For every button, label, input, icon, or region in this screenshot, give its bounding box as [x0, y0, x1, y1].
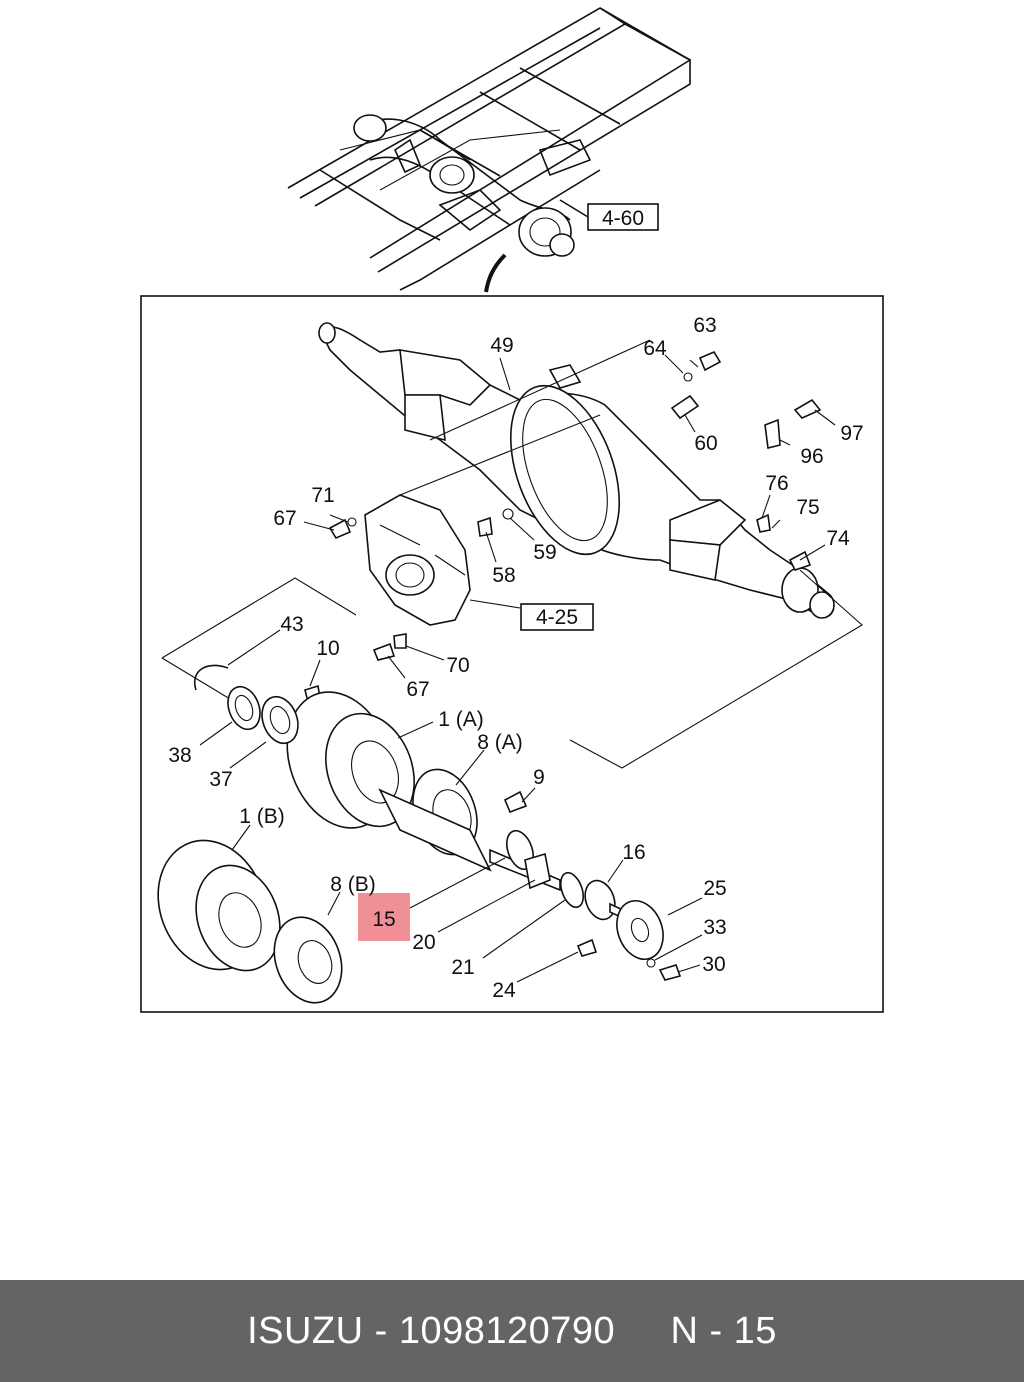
part-label-8b: 8 (B): [330, 873, 376, 896]
part-label-9: 9: [533, 766, 545, 789]
part-label-30: 30: [702, 953, 725, 976]
brake-drum-hub-b: [157, 839, 343, 1004]
part-label-67-lower: 67: [406, 678, 429, 701]
axle-shaft: [489, 829, 664, 960]
part-label-24: 24: [492, 979, 516, 1002]
part-label-97: 97: [840, 422, 863, 445]
part-label-75: 75: [796, 496, 819, 519]
part-label-64: 64: [643, 337, 667, 360]
part-label-38: 38: [168, 744, 191, 767]
part-label-60: 60: [694, 432, 717, 455]
part-label-33: 33: [703, 916, 726, 939]
footer-bar: ISUZU - 1098120790 N - 15: [0, 1280, 1024, 1382]
leader-lines: [199, 354, 836, 983]
part-label-1b: 1 (B): [239, 805, 285, 828]
exploded-parts-diagram: 4-60 4-25: [140, 7, 884, 1013]
part-label-71: 71: [311, 484, 334, 507]
part-label-21: 21: [451, 956, 474, 979]
part-label-43: 43: [280, 613, 303, 636]
part-15-highlight: [358, 893, 410, 941]
part-labels: 63 64 49 97 60 96 76 75 74 71 67 59 58 4…: [168, 314, 863, 1002]
part-label-70: 70: [446, 654, 469, 677]
exploded-view-frame: [140, 295, 884, 1013]
part-label-59: 59: [533, 541, 556, 564]
part-label-49: 49: [490, 334, 513, 357]
ref-label-4-60: 4-60: [602, 207, 644, 230]
ref-box-4-60: [587, 203, 659, 231]
part-label-16: 16: [622, 841, 645, 864]
brake-drum-hub-a: [286, 691, 492, 872]
part-label-25: 25: [703, 877, 726, 900]
differential-carrier: 4-25: [364, 414, 601, 631]
part-label-1a: 1 (A): [438, 708, 484, 731]
part-label-58: 58: [492, 564, 515, 587]
part-label-37: 37: [209, 768, 232, 791]
part-label-67-upper: 67: [273, 507, 296, 530]
axle-housing: [318, 322, 835, 619]
part-label-15: 15: [372, 908, 395, 931]
part-label-63: 63: [693, 314, 716, 337]
footer-text: ISUZU - 1098120790 N - 15: [247, 1309, 777, 1352]
part-label-74: 74: [826, 527, 850, 550]
truck-frame-overview: 4-60: [287, 7, 691, 293]
part-label-8a: 8 (A): [477, 731, 523, 754]
part-label-10: 10: [316, 637, 339, 660]
part-label-20: 20: [412, 931, 435, 954]
bearings-seal: [193, 664, 299, 745]
part-label-96: 96: [800, 445, 823, 468]
ref-label-4-25: 4-25: [536, 606, 578, 629]
fasteners: [304, 350, 822, 981]
ref-box-4-25: [520, 603, 594, 631]
part-label-76: 76: [765, 472, 788, 495]
